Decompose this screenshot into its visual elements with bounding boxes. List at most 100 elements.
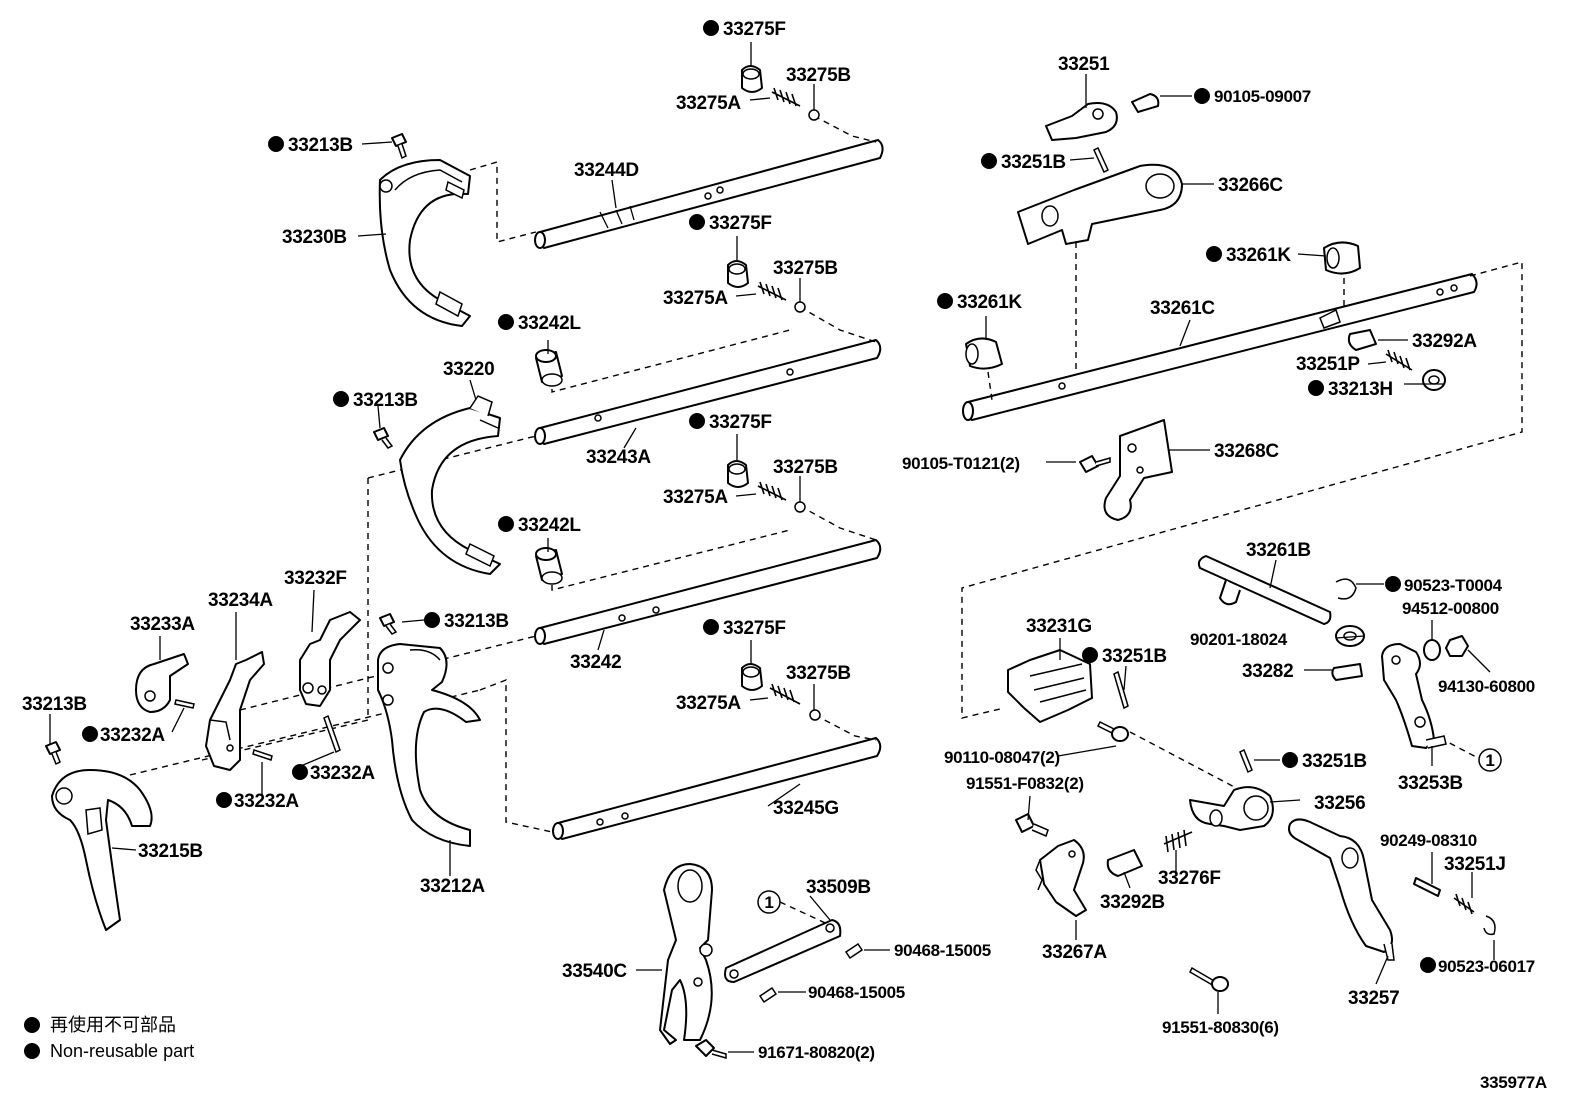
label-33251p: 33251P [1296,354,1360,375]
label-33233a: 33233A [130,614,195,635]
label-91551-f0832: 91551-F0832(2) [966,774,1084,793]
label-33213h: 33213H [1328,379,1393,400]
bolt-33213b-4 [45,741,61,766]
pin-90249 [1413,877,1441,897]
label-33257: 33257 [1348,988,1399,1009]
shift-fork-33212a [377,643,481,847]
shift-lever-33266c [1017,163,1183,245]
shaft-33245g [552,737,882,840]
bolt-91551-f0832 [1015,813,1049,838]
clip-90523-t0004 [1335,578,1357,600]
label-33244d: 33244D [574,160,639,181]
label-90110-08047: 90110-08047(2) [944,748,1060,767]
label-33261k: 33261K [1226,245,1291,266]
assembly-lines-left [129,115,877,929]
pin-33251b-1 [1093,146,1109,174]
clip-90523-06017 [1483,915,1496,936]
part-labels: 33275F 33275B 33275A 33213B 33244D 33230… [22,19,1535,1062]
label-33232a: 33232A [100,725,165,746]
leader-lines [49,42,1495,1053]
reference-circle-1b: 1 [1478,748,1502,772]
non-reusable-markers [82,20,1436,973]
label-90468-15005: 90468-15005 [808,983,905,1002]
bushing-33261k-1 [1323,241,1361,275]
nut-94130 [1445,635,1469,657]
clip-90468-2 [758,986,778,1004]
label-33275b: 33275B [786,663,851,684]
label-33275b: 33275B [773,258,838,279]
detent-group-4 [741,663,821,721]
shaft-33261c [962,273,1478,421]
shift-lever-33256 [1189,786,1274,831]
label-90201-18024: 90201-18024 [1190,630,1288,649]
label-33251b: 33251B [1302,751,1367,772]
shaft-33244d [534,139,884,249]
pin-33232a-3 [323,714,341,754]
link-33509b [724,919,842,983]
label-91671-80820: 91671-80820(2) [758,1043,875,1062]
label-33243a: 33243A [586,447,651,468]
shaft-33242 [534,539,882,645]
pin-33251b-2 [1113,670,1129,710]
assembly-lines-right [961,242,1523,791]
label-33231g: 33231G [1026,616,1092,637]
legend-marker [24,1017,40,1033]
label-33242: 33242 [570,652,621,673]
label-33275a: 33275A [663,288,728,309]
label-33282: 33282 [1242,661,1293,682]
shift-fork-33220 [399,395,501,575]
bushing-33242l-1 [535,349,563,387]
bushing-33261k-2 [965,337,1003,370]
label-33275a: 33275A [663,487,728,508]
label-33509b: 33509B [806,877,871,898]
label-33213b: 33213B [22,694,87,715]
label-33232a: 33232A [234,791,299,812]
plug-33292a [1347,329,1377,351]
label-33275a: 33275A [676,693,741,714]
label-33213b: 33213B [353,390,418,411]
shift-head-33232f [299,611,361,707]
bolt-33213b-1 [391,133,407,160]
label-90523-06017: 90523-06017 [1438,957,1535,976]
label-91551-80830: 91551-80830(6) [1162,1018,1279,1037]
bushing-33242l-2 [535,547,563,585]
label-33215b: 33215B [138,841,203,862]
label-33268c: 33268C [1214,441,1279,462]
bolt-90105-t0121 [1079,455,1111,473]
shift-interlock-33231g [1007,649,1093,723]
label-33242l: 33242L [518,313,581,334]
shift-head-33234a [205,651,265,771]
pin-33282 [1331,663,1363,681]
selector-33267a [1035,839,1087,917]
label-94512-00800: 94512-00800 [1402,599,1499,618]
label-33261b: 33261B [1246,540,1311,561]
bolt-33213b-2 [373,427,394,449]
label-33251b: 33251B [1102,646,1167,667]
bolt-33213b-3 [379,613,398,635]
label-33232a: 33232A [310,763,375,784]
shaft-33261b [1197,555,1332,625]
bolt-91671 [695,1039,727,1059]
reference-circle-label: 1 [764,893,773,912]
label-33256: 33256 [1314,793,1365,814]
clip-90468-1 [844,942,864,960]
shift-lever-33253b [1381,643,1447,749]
label-33251j: 33251J [1444,854,1506,875]
label-33251: 33251 [1058,54,1110,75]
legend-japanese: 再使用不可部品 [50,1015,176,1035]
label-33275f: 33275F [709,412,772,433]
spring-33251p [1385,349,1413,371]
label-94130-60800: 94130-60800 [1438,677,1535,696]
label-90523-t0004: 90523-T0004 [1404,576,1503,595]
label-33242l: 33242L [518,515,581,536]
figure-code: 335977A [1480,1073,1547,1092]
label-33261c: 33261C [1150,298,1215,319]
label-33276f: 33276F [1158,868,1221,889]
washer-90201 [1335,625,1365,647]
label-33275f: 33275F [723,618,786,639]
label-33275f: 33275F [709,213,772,234]
label-33540c: 33540C [562,961,627,982]
plug-33292b [1106,849,1143,877]
shift-fork-33215b [51,769,153,931]
